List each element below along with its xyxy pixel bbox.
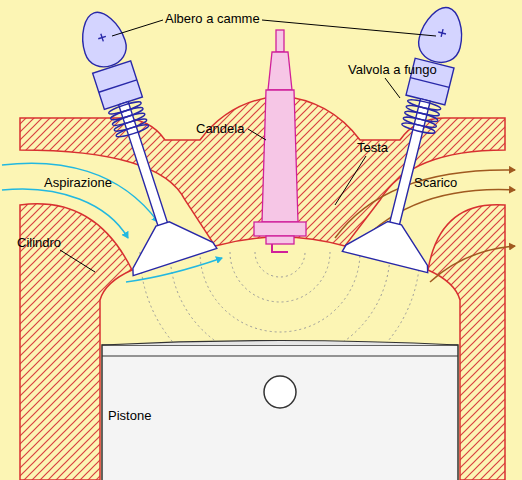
plug-thread [266, 236, 294, 244]
valve-spring [108, 100, 150, 139]
leader-line [385, 78, 400, 98]
piston [102, 341, 458, 480]
part-label: Scarico [414, 175, 457, 190]
engine-block [20, 96, 505, 480]
flow-arrow [430, 246, 515, 282]
exhaust-valve [342, 0, 491, 273]
piston-pin [264, 376, 296, 408]
flame-arc [200, 252, 360, 332]
tappet-line [99, 80, 137, 92]
flow-arrow [335, 170, 515, 238]
tappet-line [410, 78, 449, 88]
leader-line [335, 156, 366, 205]
piston-body [102, 345, 458, 480]
leader-line [262, 20, 436, 36]
intake-flow [2, 163, 222, 282]
valve-spring [401, 98, 441, 135]
flow-arrow [2, 189, 128, 238]
piston-crown [102, 341, 458, 346]
camshaft-lobe [74, 6, 131, 72]
part-label: Cilindro [17, 235, 61, 250]
valve-head [121, 210, 217, 275]
part-label: Valvola a fungo [348, 62, 437, 77]
flow-arrow [2, 163, 158, 222]
valve-stem [119, 102, 169, 229]
leader-lines [60, 20, 436, 272]
part-label: Testa [357, 140, 388, 155]
plug-body [262, 90, 298, 222]
part-label: Albero a camme [165, 11, 260, 26]
spring-coil [115, 123, 149, 139]
spring-coil [401, 121, 435, 135]
valve-head [342, 213, 437, 273]
piston-ring [102, 356, 458, 357]
part-label: Pistone [108, 408, 151, 423]
spark-plug [254, 30, 306, 252]
leader-line [112, 20, 163, 36]
plug-terminal [276, 30, 284, 52]
leader-line [248, 129, 266, 140]
cam-center [97, 33, 107, 43]
cam-center [437, 28, 447, 38]
exhaust-flow [335, 170, 515, 282]
flame-arc [255, 252, 305, 277]
cylinder-wall [428, 205, 505, 480]
plug-nut [254, 222, 306, 236]
part-label: Aspirazione [44, 175, 112, 190]
intake-valve [52, 0, 217, 276]
leader-line [60, 250, 95, 272]
flame-arc [230, 252, 330, 302]
part-label: Candela [196, 121, 244, 136]
plug-insulator [268, 52, 292, 90]
plug-electrode [272, 244, 288, 252]
